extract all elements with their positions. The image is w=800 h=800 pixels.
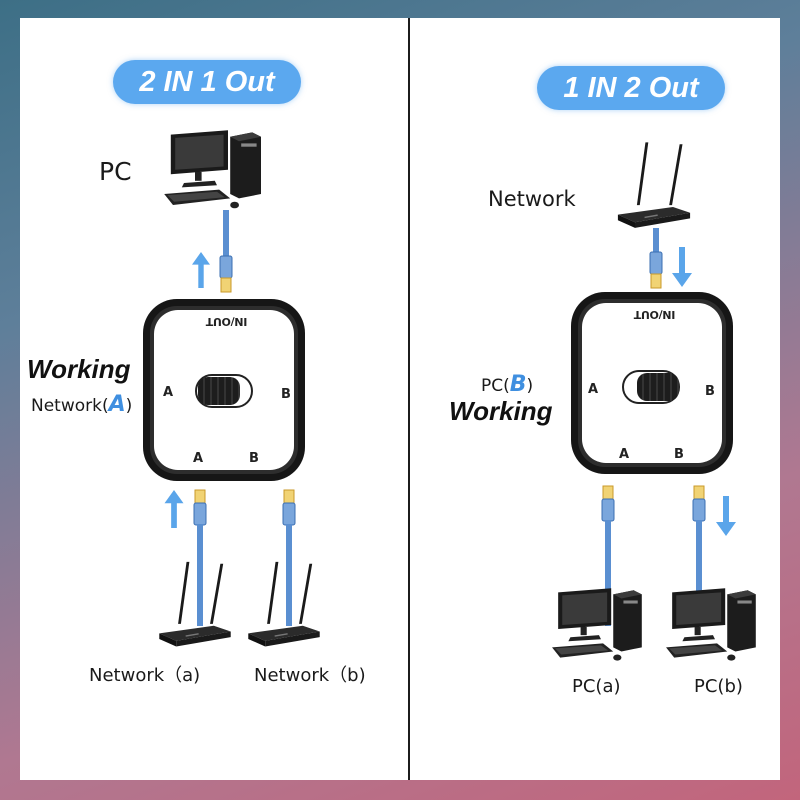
router-icon	[159, 561, 231, 647]
ethernet-cable-icon	[649, 228, 663, 289]
ethernet-cable-icon	[692, 485, 706, 626]
left-title-pill: 2 IN 1 Out	[113, 60, 301, 104]
port-a-bottom-label: A	[619, 447, 630, 462]
desktop-pc-icon	[552, 588, 642, 661]
pc-b-label: PC(B)	[481, 372, 534, 397]
inout-label: IN/OUT	[206, 315, 248, 328]
port-a-bottom-label: A	[193, 451, 204, 466]
pc-a-bottom-label: PC(a)	[572, 676, 621, 697]
port-b-side-label: B	[281, 387, 291, 402]
ethernet-cable-icon	[219, 210, 233, 293]
working-label-left: Working	[27, 354, 131, 384]
router-icon	[248, 561, 320, 647]
ethernet-cable-icon	[601, 485, 615, 626]
network-b-bottom-label: Network（b)	[254, 665, 366, 686]
arrow-down-icon	[672, 247, 692, 287]
network-a-bottom-label: Network（a)	[89, 665, 201, 686]
switch-box-right: IN/OUT A B A B	[571, 292, 733, 474]
panel-divider	[408, 18, 410, 780]
port-b-side-label: B	[705, 384, 715, 399]
selector-switch[interactable]	[622, 370, 680, 404]
port-b-bottom-label: B	[674, 447, 684, 462]
desktop-pc-icon	[164, 130, 261, 209]
pc-b-bottom-label: PC(b)	[694, 676, 743, 697]
pc-label: PC	[99, 157, 132, 186]
selector-switch[interactable]	[195, 374, 253, 408]
right-title-pill: 1 IN 2 Out	[537, 66, 725, 110]
ethernet-cable-icon	[193, 489, 207, 626]
port-b-bottom-label: B	[249, 451, 259, 466]
arrow-down-icon	[716, 496, 736, 536]
working-label-right: Working	[449, 396, 553, 426]
inout-label: IN/OUT	[634, 308, 676, 321]
desktop-pc-icon	[666, 588, 756, 661]
port-a-side-label: A	[163, 385, 174, 400]
port-a-side-label: A	[588, 382, 599, 397]
ethernet-cable-icon	[282, 489, 296, 626]
arrow-up-icon	[164, 490, 184, 528]
arrow-up-icon	[192, 252, 210, 288]
network-a-label: Network(A)	[31, 392, 133, 417]
network-label: Network	[488, 187, 576, 211]
router-icon	[617, 142, 691, 228]
switch-box-left: IN/OUT A B A B	[143, 299, 305, 481]
